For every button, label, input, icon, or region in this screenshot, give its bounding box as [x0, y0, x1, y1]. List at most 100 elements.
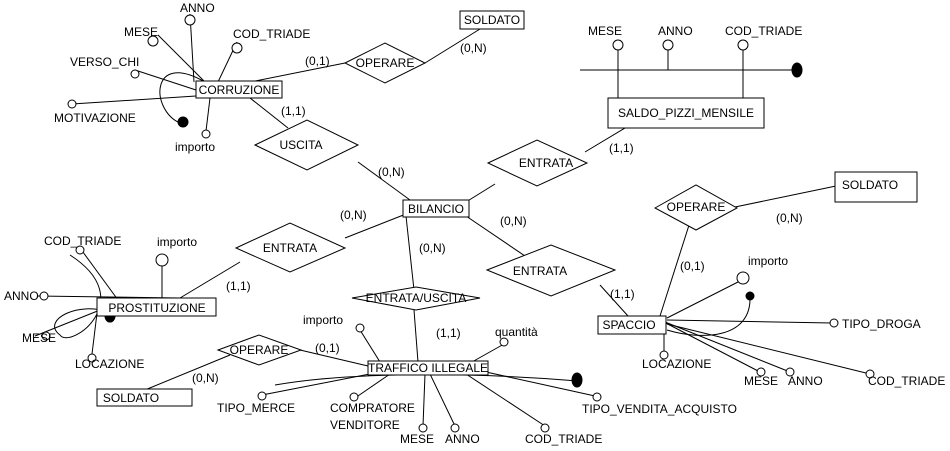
key-marker-spaccio	[745, 291, 755, 301]
attr-marker-corr-cod	[231, 42, 243, 54]
entity-label: CORRUZIONE	[199, 83, 280, 97]
key-marker-traffico	[571, 372, 583, 388]
relationship-operare-bottom[interactable]: OPERARE	[216, 334, 303, 366]
relationship-label: ENTRATA	[513, 264, 567, 278]
entity-label: SALDO_PIZZI_MENSILE	[618, 106, 754, 120]
cardinality-soldato-operare-bottom: (0,N)	[192, 371, 219, 385]
entity-soldato-right[interactable]: SOLDATO	[834, 171, 918, 203]
entity-label: BILANCIO	[408, 202, 464, 216]
attr-traf-compratore: COMPRATORE	[330, 401, 415, 415]
cardinality-prost-entrata: (1,1)	[226, 279, 251, 293]
attr-saldo-cod-triade: COD_TRIADE	[725, 24, 802, 38]
entity-prostituzione[interactable]: PROSTITUZIONE	[96, 297, 217, 317]
cardinality-bilancio-entrata-uscita: (0,N)	[419, 241, 446, 255]
attr-marker-spac-locazione	[659, 350, 669, 360]
entity-saldo-pizzi-mensile[interactable]: SALDO_PIZZI_MENSILE	[607, 97, 765, 129]
cardinality-corr-uscita: (1,1)	[281, 104, 306, 118]
attr-marker-spac-mese	[756, 367, 766, 377]
attr-spac-locazione: LOCAZIONE	[642, 357, 711, 371]
cardinality-bilancio-entrata-prost: (0,N)	[340, 208, 367, 222]
connection-lines	[139, 28, 837, 393]
attr-marker-corr-verso	[130, 69, 140, 79]
cardinality-traffico-operare: (0,1)	[315, 341, 340, 355]
attr-prost-importo: importo	[157, 235, 197, 249]
relationship-operare-top[interactable]: OPERARE	[343, 42, 427, 84]
attr-traf-quantita: quantità	[495, 325, 538, 339]
attr-marker-traf-cod	[540, 423, 550, 433]
attr-prost-anno: ANNO	[4, 289, 39, 303]
attr-marker-saldo-anno	[662, 39, 674, 51]
attr-marker-prost-importo	[155, 253, 169, 267]
relationship-label: OPERARE	[230, 343, 289, 357]
attr-corr-mese: MESE	[124, 25, 158, 39]
cardinality-bilancio-uscita: (0,N)	[378, 165, 405, 179]
cardinality-spaccio-operare: (0,1)	[680, 259, 705, 273]
attr-prost-locazione: LOCAZIONE	[75, 357, 144, 371]
attr-traf-venditore: VENDITORE	[330, 418, 400, 432]
cardinality-traffico-entrata-uscita: (1,1)	[436, 326, 461, 340]
attr-spac-importo: importo	[748, 254, 788, 268]
attr-marker-corr-motivazione	[67, 99, 77, 109]
entity-corruzione[interactable]: CORRUZIONE	[195, 80, 283, 99]
key-marker-corruzione	[177, 116, 189, 128]
relationship-entrata-uscita[interactable]: ENTRATA/USCITA	[351, 286, 481, 311]
attr-marker-prost-mese	[41, 331, 51, 341]
attr-prost-mese: MESE	[22, 331, 56, 345]
attr-marker-corr-anno	[184, 14, 196, 26]
relationship-entrata-spaccio[interactable]: ENTRATA	[485, 244, 617, 297]
cardinality-soldato-operare-top: (0,N)	[460, 41, 487, 55]
cardinality-labels: (0,1) (0,N) (1,1) (0,N) (1,1) (0,N) (0,N…	[192, 41, 803, 385]
relationship-label: ENTRATA/USCITA	[366, 291, 467, 305]
relationship-entrata-saldo[interactable]: ENTRATA	[486, 139, 589, 187]
cardinality-saldo-entrata: (1,1)	[609, 141, 634, 155]
attr-marker-spac-tipo-droga	[829, 318, 839, 328]
relationship-label: OPERARE	[356, 56, 415, 70]
cardinality-soldato-operare-right: (0,N)	[776, 211, 803, 225]
attr-marker-prost-cod	[75, 245, 85, 255]
attr-corr-verso-chi: VERSO_CHI	[70, 55, 139, 69]
attr-marker-saldo-cod	[737, 39, 749, 51]
entity-soldato-top[interactable]: SOLDATO	[459, 10, 525, 30]
attr-marker-traf-importo	[355, 323, 365, 333]
relationship-uscita[interactable]: USCITA	[253, 119, 360, 171]
relationship-label: ENTRATA	[263, 241, 317, 255]
attr-traf-mese: MESE	[400, 432, 434, 446]
attr-marker-spac-cod	[865, 369, 875, 379]
attr-corr-anno: ANNO	[180, 1, 215, 15]
attr-traf-tipo-vendita: TIPO_VENDITA_ACQUISTO	[582, 402, 737, 416]
entity-label: SPACCIO	[602, 318, 655, 332]
attr-traf-anno: ANNO	[445, 432, 480, 446]
entity-label: TRAFFICO ILLEGALE	[368, 361, 488, 375]
attr-marker-saldo-mese	[612, 39, 624, 51]
relationship-label: ENTRATA	[519, 156, 573, 170]
attr-prost-cod-triade: COD_TRIADE	[44, 234, 121, 248]
attr-marker-traf-compratore	[349, 392, 359, 402]
attr-marker-traf-tipo-merce	[257, 391, 267, 401]
attr-saldo-mese: MESE	[588, 24, 622, 38]
attr-marker-prost-locazione	[87, 353, 97, 363]
entity-soldato-bottom[interactable]: SOLDATO	[96, 388, 193, 407]
attr-marker-prost-anno	[39, 291, 49, 301]
entity-traffico-illegale[interactable]: TRAFFICO ILLEGALE	[367, 360, 489, 376]
cardinality-bilancio-entrata-spaccio: (0,N)	[500, 214, 527, 228]
attr-traf-cod-triade: COD_TRIADE	[525, 432, 602, 446]
attr-saldo-anno: ANNO	[658, 24, 693, 38]
entity-bilancio[interactable]: BILANCIO	[402, 199, 470, 218]
attr-traf-tipo-merce: TIPO_MERCE	[217, 401, 295, 415]
attribute-lines	[34, 13, 871, 427]
entity-spaccio[interactable]: SPACCIO	[597, 315, 667, 335]
attr-corr-cod-triade: COD_TRIADE	[233, 27, 310, 41]
attr-marker-traf-anno	[450, 423, 460, 433]
attr-traf-importo: importo	[303, 313, 343, 327]
cardinality-spaccio-entrata: (1,1)	[610, 287, 635, 301]
relationship-entrata-prostituzione[interactable]: ENTRATA	[234, 222, 347, 273]
attr-corr-importo: importo	[175, 140, 215, 154]
key-marker-saldo	[791, 62, 803, 78]
attr-spac-cod-triade: COD_TRIADE	[868, 374, 945, 388]
attr-marker-traf-mese	[418, 423, 428, 433]
relationship-operare-right[interactable]: OPERARE	[653, 184, 739, 231]
relationship-label: OPERARE	[667, 200, 726, 214]
relationship-label: USCITA	[279, 138, 322, 152]
attr-spac-tipo-droga: TIPO_DROGA	[842, 317, 921, 331]
attr-marker-spac-importo	[736, 271, 750, 285]
